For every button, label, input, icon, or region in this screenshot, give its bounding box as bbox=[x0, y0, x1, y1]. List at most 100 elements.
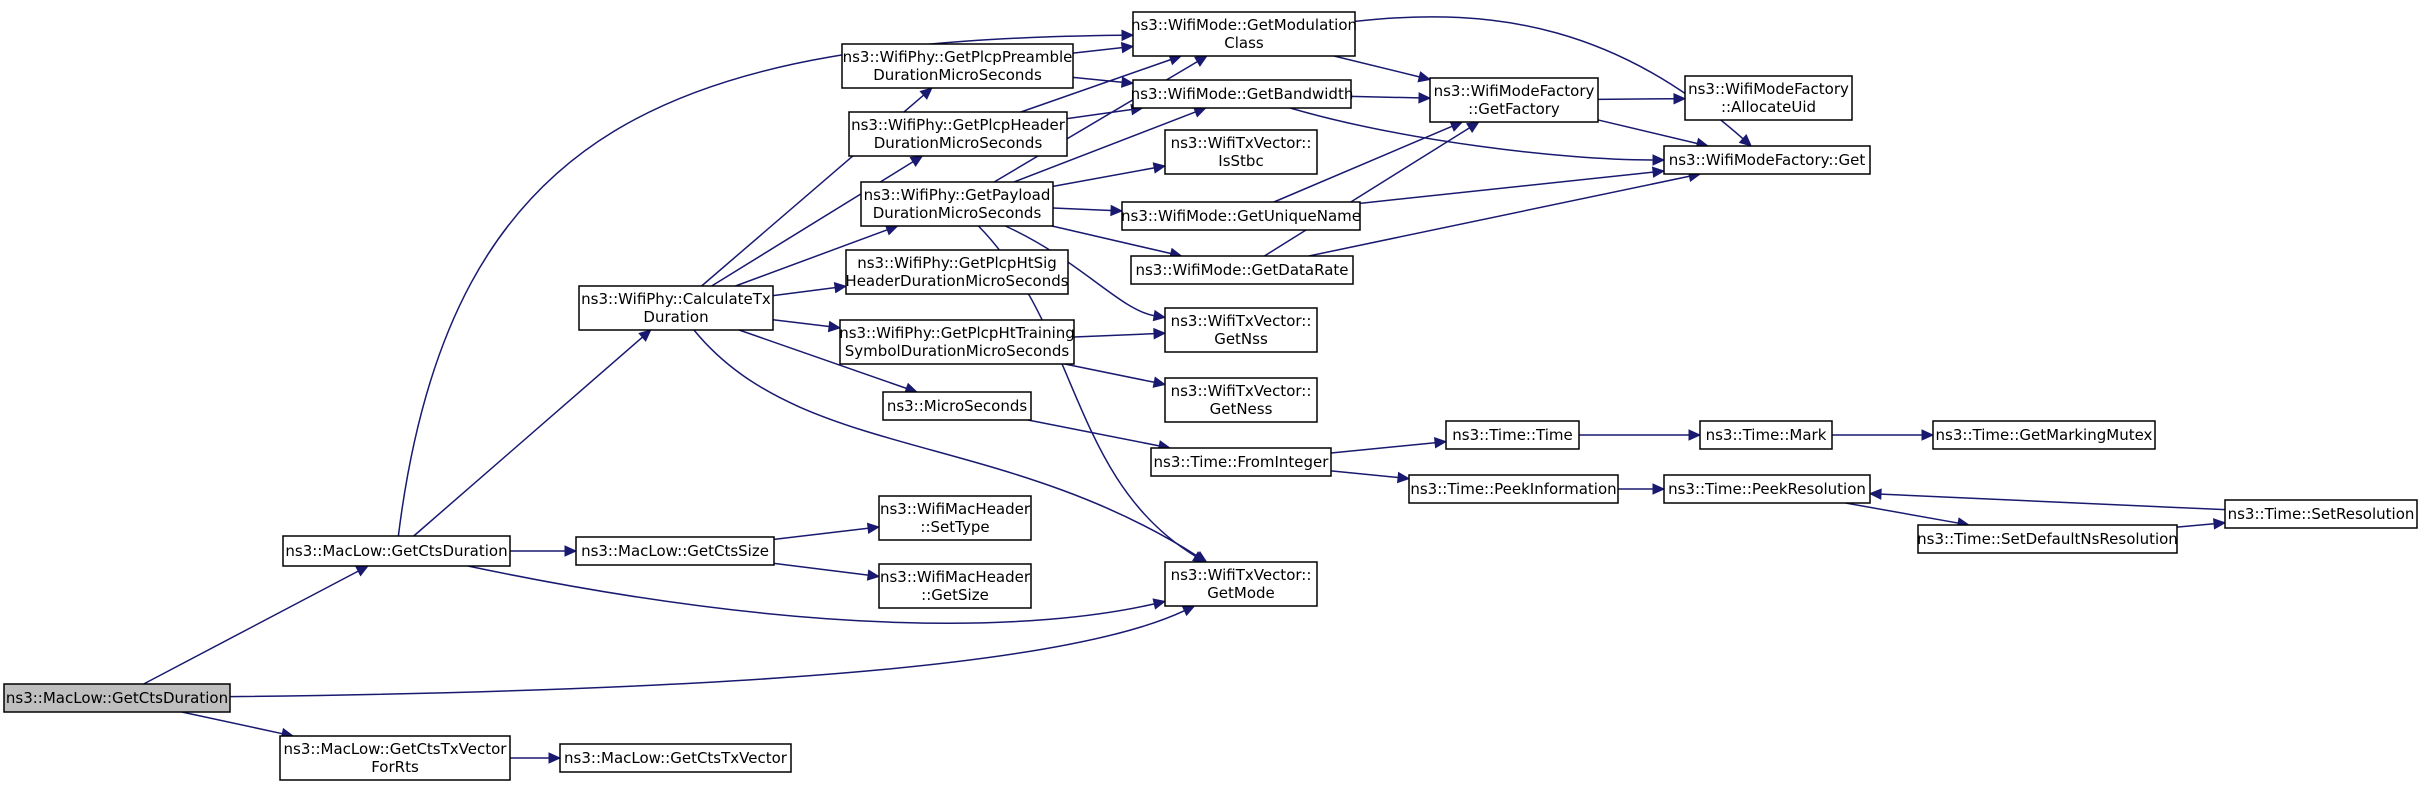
node-label: ns3::MacLow::GetCtsDuration bbox=[285, 542, 507, 560]
node-label: ns3::WifiPhy::GetPlcpHeader bbox=[851, 116, 1066, 134]
graph-node-payload[interactable]: ns3::WifiPhy::GetPayloadDurationMicroSec… bbox=[860, 181, 1054, 227]
graph-node-setres[interactable]: ns3::Time::SetResolution bbox=[2224, 499, 2418, 529]
node-box bbox=[1917, 524, 2178, 554]
edge-peekres-to-setdefres bbox=[1845, 502, 1971, 529]
edge-line bbox=[1072, 46, 1123, 54]
edge-arrowhead bbox=[2213, 518, 2227, 530]
edge-line bbox=[738, 329, 907, 390]
graph-node-datarate[interactable]: ns3::WifiMode::GetDataRate bbox=[1130, 255, 1354, 285]
node-label: ns3::Time::SetResolution bbox=[2228, 505, 2415, 523]
edge-arrowhead bbox=[548, 752, 562, 764]
edge-uniquename-to-factoryget bbox=[1359, 166, 1666, 205]
node-box bbox=[882, 391, 1032, 421]
edge-arrowhead bbox=[833, 281, 848, 294]
graph-node-getmode[interactable]: ns3::WifiTxVector::GetMode bbox=[1164, 561, 1318, 607]
graph-node-getctsduration2[interactable]: ns3::MacLow::GetCtsDuration bbox=[282, 535, 511, 567]
node-label: ns3::WifiMacHeader bbox=[880, 568, 1031, 586]
graph-node-time[interactable]: ns3::Time::Time bbox=[1445, 420, 1580, 450]
edge-time-to-mark bbox=[1579, 429, 1702, 441]
node-label: ns3::WifiPhy::GetPlcpHtSig bbox=[857, 254, 1057, 272]
edge-arrowhead bbox=[1921, 429, 1935, 441]
node-label: ns3::WifiPhy::CalculateTx bbox=[581, 290, 771, 308]
node-box bbox=[1408, 474, 1619, 504]
node-box bbox=[578, 285, 774, 331]
graph-node-settype[interactable]: ns3::WifiMacHeader::SetType bbox=[878, 495, 1032, 541]
edge-line bbox=[1845, 502, 1959, 524]
graph-node-factoryget[interactable]: ns3::WifiModeFactory::Get bbox=[1663, 145, 1871, 175]
edge-arrowhead bbox=[1152, 598, 1167, 610]
graph-node-getctssize[interactable]: ns3::MacLow::GetCtsSize bbox=[575, 536, 775, 566]
edge-arrowhead bbox=[1652, 483, 1666, 495]
node-label: ns3::WifiPhy::GetPayload bbox=[864, 186, 1051, 204]
edge-line bbox=[1350, 95, 1420, 99]
node-label: ns3::Time::Time bbox=[1452, 426, 1573, 444]
edge-arrowhead bbox=[1152, 376, 1167, 388]
graph-node-allocuid[interactable]: ns3::WifiModeFactory::AllocateUid bbox=[1684, 75, 1853, 121]
graph-node-peekres[interactable]: ns3::Time::PeekResolution bbox=[1663, 474, 1871, 504]
edge-line bbox=[735, 229, 888, 287]
node-label: DurationMicroSeconds bbox=[873, 66, 1042, 84]
node-label: ::SetType bbox=[920, 518, 989, 536]
edge-line bbox=[1359, 171, 1654, 205]
graph-node-htsig[interactable]: ns3::WifiPhy::GetPlcpHtSigHeaderDuration… bbox=[845, 249, 1069, 295]
nodes-layer: ns3::MacLow::GetCtsDurationns3::MacLow::… bbox=[3, 11, 2418, 781]
edge-arrowhead bbox=[827, 320, 842, 333]
node-box bbox=[1130, 255, 1354, 285]
graph-node-peekinfo[interactable]: ns3::Time::PeekInformation bbox=[1408, 474, 1619, 504]
graph-node-getnss[interactable]: ns3::WifiTxVector::GetNss bbox=[1164, 307, 1318, 353]
edge-fromint-to-time bbox=[1330, 437, 1448, 454]
node-label: ns3::WifiMode::GetBandwidth bbox=[1131, 85, 1354, 103]
node-label: ns3::WifiModeFactory bbox=[1688, 80, 1849, 98]
graph-node-bandwidth[interactable]: ns3::WifiMode::GetBandwidth bbox=[1131, 79, 1354, 109]
node-box bbox=[1164, 129, 1318, 175]
graph-node-microseconds[interactable]: ns3::MicroSeconds bbox=[882, 391, 1032, 421]
edge-arrowhead bbox=[355, 565, 370, 577]
node-label: GetNss bbox=[1214, 330, 1268, 348]
node-label: ns3::MacLow::GetCtsTxVector bbox=[564, 749, 788, 767]
node-box bbox=[1699, 420, 1833, 450]
graph-node-isstbc[interactable]: ns3::WifiTxVector::IsStbc bbox=[1164, 129, 1318, 175]
graph-node-header[interactable]: ns3::WifiPhy::GetPlcpHeaderDurationMicro… bbox=[848, 111, 1068, 157]
edge-getctsduration2-to-calctx bbox=[413, 329, 652, 537]
graph-node-getctstxvector[interactable]: ns3::MacLow::GetCtsTxVector bbox=[559, 743, 792, 773]
node-label: ::GetSize bbox=[921, 586, 989, 604]
graph-node-uniquename[interactable]: ns3::WifiMode::GetUniqueName bbox=[1121, 201, 1361, 231]
graph-node-getness[interactable]: ns3::WifiTxVector::GetNess bbox=[1164, 377, 1318, 423]
graph-node-fromint[interactable]: ns3::Time::FromInteger bbox=[1150, 447, 1332, 477]
node-label: ns3::WifiTxVector:: bbox=[1171, 566, 1312, 584]
edge-getctssize-to-settype bbox=[773, 522, 881, 541]
edge-getctsduration2-to-getctssize bbox=[510, 545, 578, 557]
edge-line bbox=[1073, 332, 1155, 338]
node-label: HeaderDurationMicroSeconds bbox=[845, 272, 1068, 290]
graph-node-setdefres[interactable]: ns3::Time::SetDefaultNsResolution bbox=[1917, 524, 2178, 554]
node-label: GetMode bbox=[1207, 584, 1275, 602]
edge-line bbox=[1013, 111, 1196, 183]
node-label: ns3::Time::FromInteger bbox=[1154, 453, 1330, 471]
edge-setres-to-peekres bbox=[1868, 488, 2226, 511]
graph-node-markmutex[interactable]: ns3::Time::GetMarkingMutex bbox=[1932, 420, 2156, 450]
edge-arrowhead bbox=[1433, 437, 1448, 449]
node-box bbox=[1429, 77, 1599, 123]
edge-line bbox=[1051, 225, 1171, 255]
edge-line bbox=[1597, 97, 1675, 101]
graph-node-root[interactable]: ns3::MacLow::GetCtsDuration bbox=[3, 683, 231, 713]
node-label: ns3::Time::GetMarkingMutex bbox=[1936, 426, 2153, 444]
node-label: Class bbox=[1224, 34, 1264, 52]
graph-node-getfactory[interactable]: ns3::WifiModeFactory::GetFactory bbox=[1429, 77, 1599, 123]
graph-node-httraining[interactable]: ns3::WifiPhy::GetPlcpHtTrainingSymbolDur… bbox=[839, 319, 1075, 365]
graph-node-preamble[interactable]: ns3::WifiPhy::GetPlcpPreambleDurationMic… bbox=[841, 43, 1074, 89]
node-label: ns3::Time::PeekInformation bbox=[1410, 480, 1616, 498]
edge-modclass-to-getfactory bbox=[1333, 55, 1432, 83]
graph-node-mark[interactable]: ns3::Time::Mark bbox=[1699, 420, 1833, 450]
graph-node-getsize[interactable]: ns3::WifiMacHeader::GetSize bbox=[878, 563, 1032, 609]
edge-bandwidth-to-getfactory bbox=[1350, 92, 1432, 104]
edge-line bbox=[772, 286, 836, 297]
node-label: ns3::Time::SetDefaultNsResolution bbox=[1917, 530, 2178, 548]
node-box bbox=[1164, 377, 1318, 423]
node-box bbox=[845, 249, 1069, 295]
node-box bbox=[575, 536, 775, 566]
